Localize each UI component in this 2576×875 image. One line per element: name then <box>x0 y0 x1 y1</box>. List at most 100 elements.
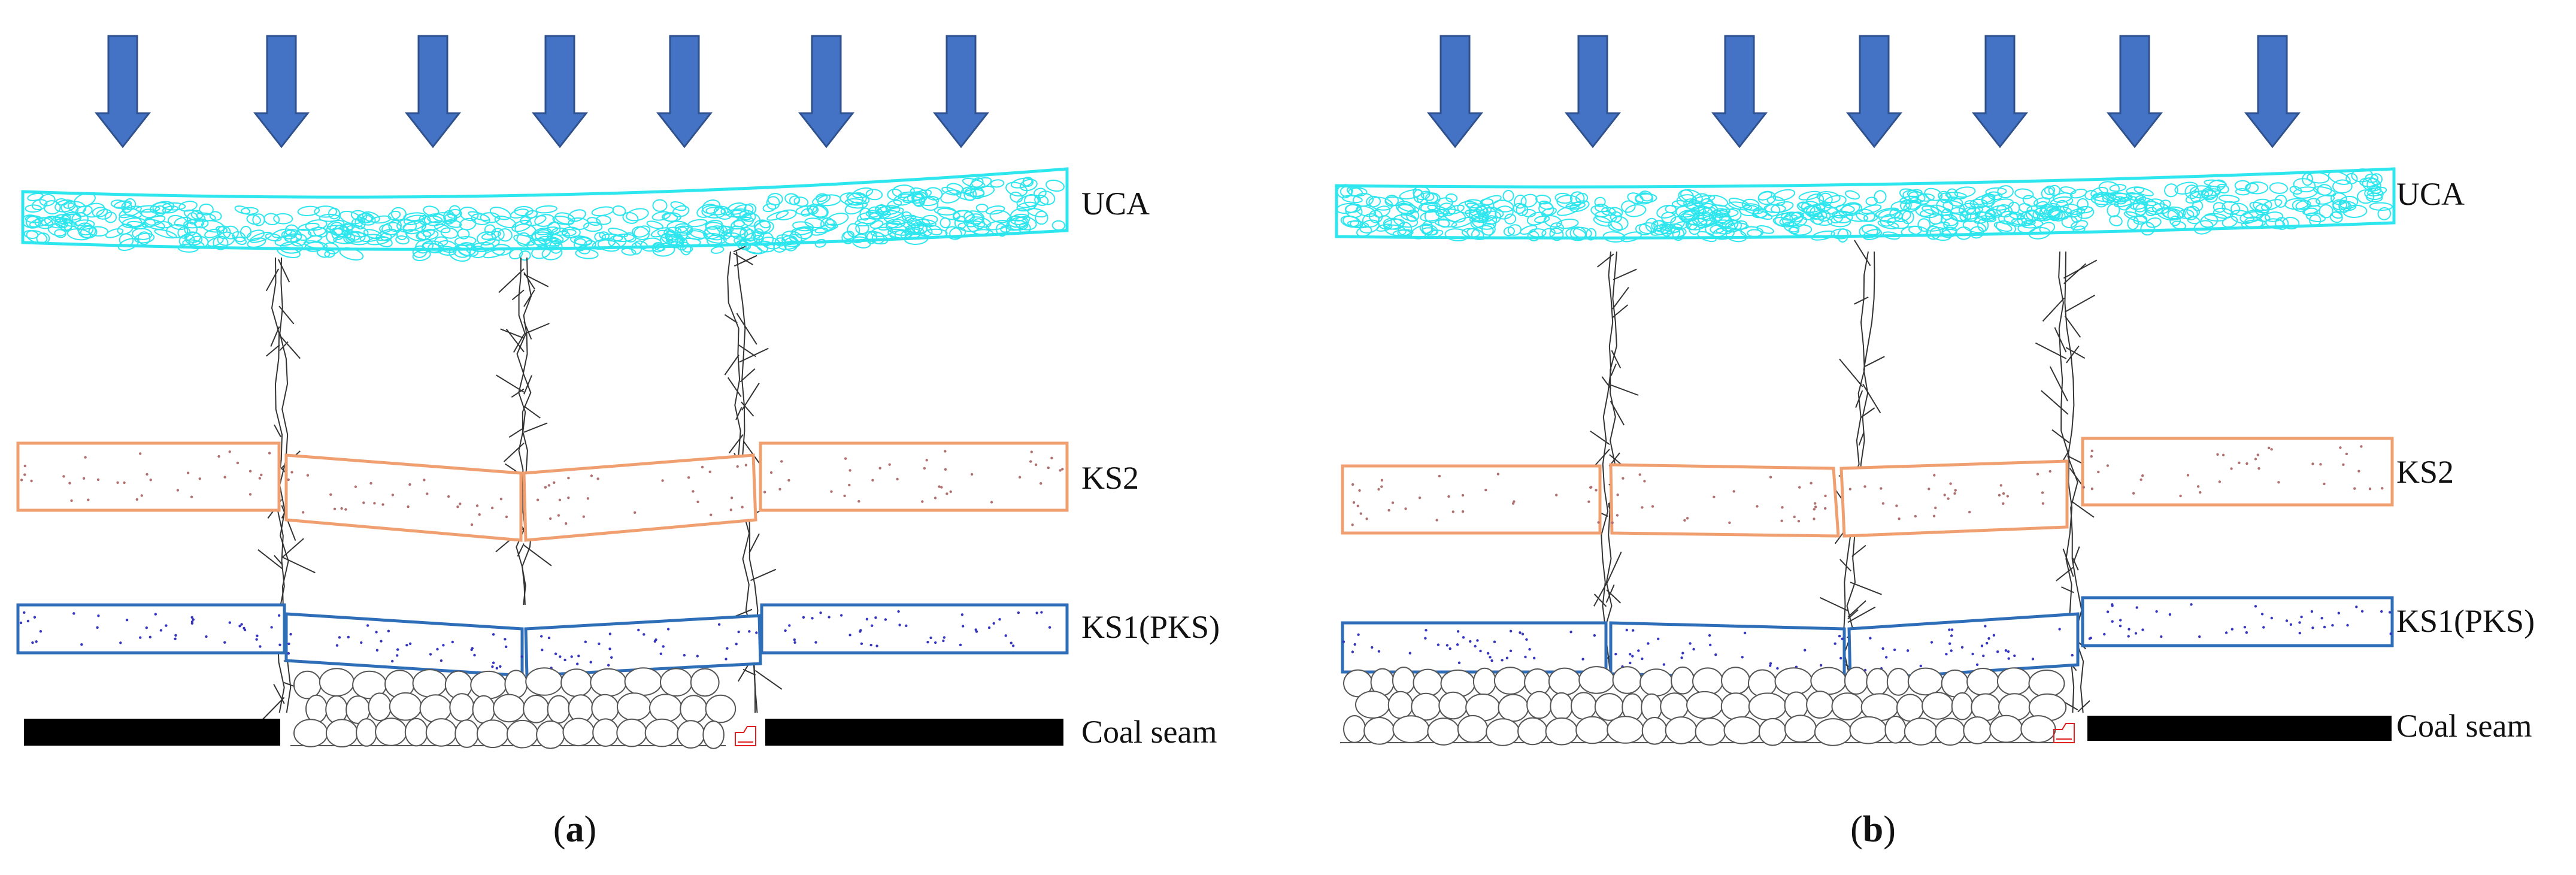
stratum-dot <box>1365 517 1368 520</box>
stratum-dot <box>987 626 991 629</box>
uca-pebble <box>2316 194 2335 205</box>
gob-rock <box>1671 666 1695 695</box>
uca-pebble <box>1556 219 1579 229</box>
stratum-dot <box>608 647 611 650</box>
uca-pebble <box>54 229 66 238</box>
stratum-dot <box>116 481 119 484</box>
stratum-dot <box>2160 635 2163 638</box>
uca-pebble <box>1782 211 1804 227</box>
uca-pebble <box>2184 184 2199 199</box>
stratum-dot <box>778 488 781 491</box>
stratum-dot <box>1934 506 1937 510</box>
uca-pebble <box>21 214 42 229</box>
stratum-dot <box>608 632 612 635</box>
stratum-dot <box>1448 647 1451 650</box>
stratum-dot <box>1975 663 1979 667</box>
fracture-branch <box>2070 500 2095 518</box>
uca-pebble <box>1936 198 1954 213</box>
uca-pebble <box>186 212 199 225</box>
uca-pebble <box>162 202 186 211</box>
stratum-dot <box>637 628 640 632</box>
stratum-dot <box>1641 657 1644 661</box>
stratum-dot <box>2389 632 2392 635</box>
uca-pebble <box>223 225 239 240</box>
stratum-dot <box>811 617 814 620</box>
gob-rock <box>1692 667 1723 695</box>
stratum-dot <box>736 465 739 468</box>
uca-pebble <box>412 249 431 261</box>
uca-pebble <box>1466 228 1484 240</box>
fracture-branch <box>1858 432 1865 446</box>
stratum-dot <box>459 502 462 505</box>
uca-pebble <box>664 234 686 243</box>
stratum-dot <box>787 479 790 482</box>
stratum-dot <box>35 640 38 643</box>
stratum-dot <box>1714 653 1717 656</box>
stratum-dot <box>819 611 822 614</box>
stratum-dot <box>1692 647 1695 651</box>
stratum-dot <box>2346 623 2349 627</box>
uca-pebble <box>1434 219 1457 228</box>
stratum-dot <box>2345 452 2348 456</box>
gob-rock <box>1343 715 1366 743</box>
uca-pebble <box>552 216 574 226</box>
uca-pebble <box>2098 181 2120 195</box>
stratum-dot <box>1358 489 1361 492</box>
uca-pebble <box>923 228 948 238</box>
uca-pebble <box>141 215 166 228</box>
stratum-dot <box>1769 664 1772 667</box>
uca-pebble <box>621 247 637 256</box>
uca-pebble <box>1902 190 1926 204</box>
stratum-dot <box>2337 611 2340 614</box>
uca-pebble <box>468 211 490 221</box>
uca-pebble <box>554 212 575 225</box>
fracture-branch <box>260 697 285 722</box>
uca-pebble <box>2369 202 2393 211</box>
uca-pebble <box>2269 182 2289 194</box>
coal-seam-block <box>2087 716 2392 741</box>
uca-pebble <box>2130 201 2148 210</box>
gob-rock <box>1748 669 1777 698</box>
uca-pebble <box>1475 205 1489 216</box>
fracture-branch <box>265 268 280 292</box>
gob-rock <box>1526 691 1553 719</box>
uca-pebble <box>207 237 224 247</box>
uca-pebble <box>1788 226 1799 234</box>
stratum-dot <box>125 619 129 622</box>
uca-pebble <box>601 233 623 242</box>
uca-pebble <box>1549 228 1564 241</box>
stratum-dot <box>871 479 874 482</box>
uca-pebble <box>1366 195 1381 208</box>
stratum-dot <box>278 643 281 646</box>
stratum-dot <box>2260 613 2264 616</box>
fracture-branch <box>2056 567 2074 582</box>
fracture-branch <box>523 405 541 419</box>
uca-pebble <box>892 214 917 225</box>
fracture-branch <box>1612 287 1629 310</box>
uca-pebble <box>265 233 282 242</box>
fracture-branch <box>1601 376 1612 389</box>
fracture-branch <box>523 274 549 287</box>
uca-pebble <box>1392 229 1414 237</box>
uca-pebble <box>284 233 302 243</box>
uca-pebble <box>1702 207 1713 222</box>
uca-pebble <box>986 220 1010 231</box>
stratum-dot <box>2002 502 2005 505</box>
stratum-dot <box>666 628 670 631</box>
stratum-dot <box>391 493 395 496</box>
uca-pebble <box>1034 195 1049 206</box>
uca-pebble <box>946 183 964 195</box>
stratum-dot <box>2323 625 2326 629</box>
stratum-dot <box>1474 644 1477 648</box>
fracture-branch <box>733 246 746 253</box>
stratum-dot <box>1950 649 1953 652</box>
uca-pebble <box>184 222 198 236</box>
stratum-dot <box>1960 646 1964 649</box>
uca-pebble <box>817 194 841 207</box>
fracture-branch <box>1611 350 1622 369</box>
uca-pebble <box>541 246 563 261</box>
stratum-dot <box>2082 486 2086 489</box>
stratum-dot <box>708 470 711 473</box>
stratum-dot <box>1950 634 1953 637</box>
stratum-dot <box>1509 629 1513 633</box>
